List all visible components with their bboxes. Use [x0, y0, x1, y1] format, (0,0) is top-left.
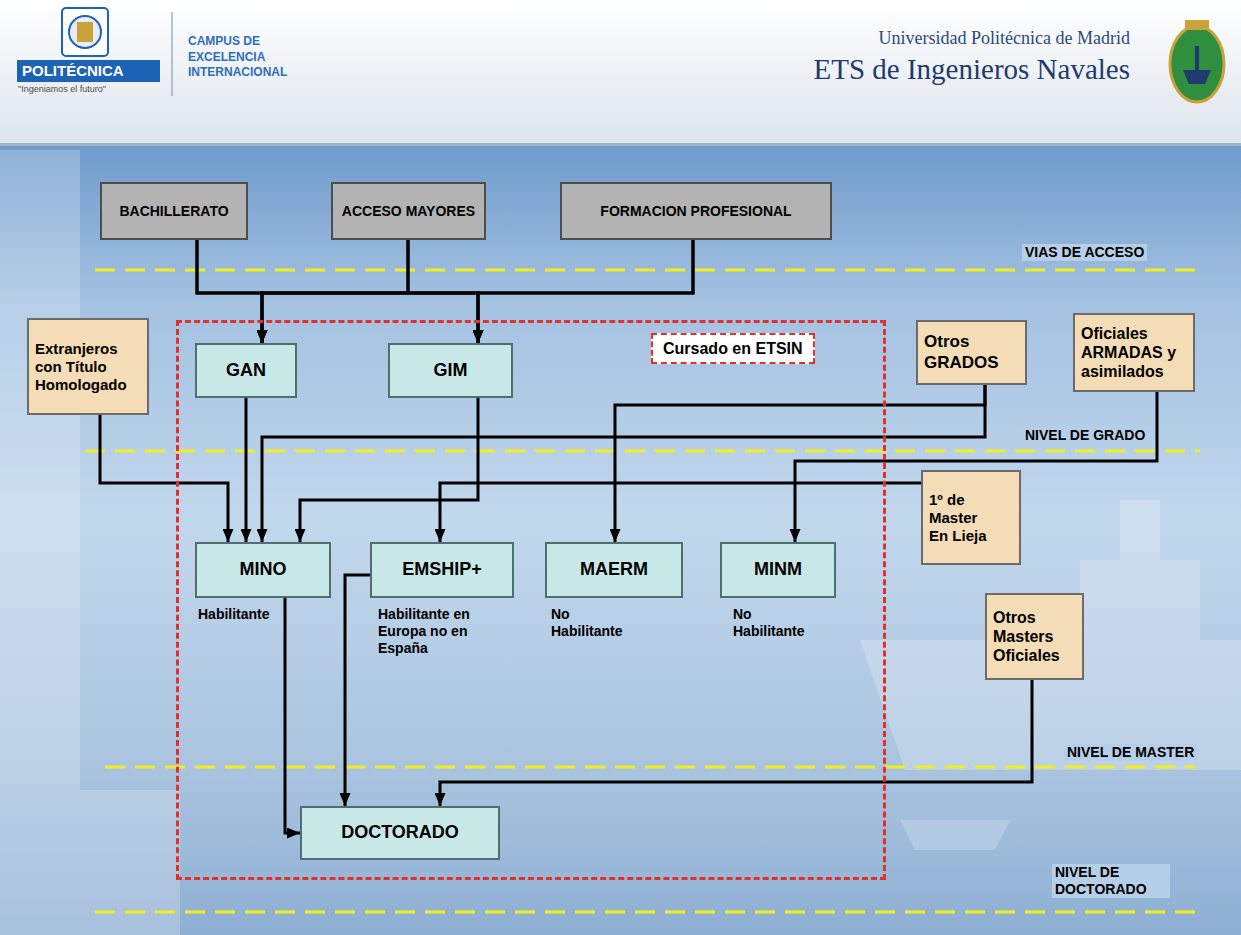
box-label: GAN — [226, 360, 266, 382]
flow-arrow — [262, 240, 693, 343]
level-dividers — [85, 270, 1200, 912]
external-box: Otros Masters Oficiales — [985, 593, 1084, 680]
external-box: 1º de Master En Lieja — [921, 470, 1021, 565]
ship-bridge — [1080, 560, 1200, 640]
header-rule — [0, 143, 1241, 146]
logo-motto: "Ingeniamos el futuro" — [18, 84, 106, 95]
logo-bar — [17, 60, 160, 82]
master-box: MINM — [720, 542, 836, 598]
external-box: Extranjeros con Título Homologado — [27, 318, 149, 415]
campus-label: CAMPUS DE EXCELENCIA INTERNACIONAL — [188, 34, 306, 81]
flow-arrow — [440, 483, 921, 542]
box-label: Extranjeros con Título Homologado — [35, 340, 135, 394]
ship-watermark — [0, 150, 1241, 935]
box-label: 1º de Master En Lieja — [929, 491, 999, 545]
box-label: ACCESO MAYORES — [342, 203, 475, 220]
external-box: Otros GRADOS — [916, 320, 1027, 385]
level-divider — [95, 269, 1195, 272]
flow-arrow — [345, 575, 370, 806]
tug-hull — [900, 820, 1010, 850]
master-box: MAERM — [545, 542, 683, 598]
ship-funnel — [1120, 500, 1160, 560]
degree-box: GIM — [388, 343, 513, 398]
school-region: Cursado en ETSIN GAN GIM MINO EMSHIP+ MAERM MI… — [176, 320, 886, 880]
school-name: ETS de Ingenieros Navales — [700, 52, 1130, 87]
logo-wordmark: POLITÉCNICA — [22, 62, 124, 80]
flow-arrow — [440, 680, 1032, 806]
box-label: FORMACION PROFESIONAL — [600, 203, 791, 220]
box-label: GIM — [434, 360, 468, 382]
flow-arrow — [100, 415, 228, 542]
access-box: ACCESO MAYORES — [331, 182, 486, 240]
school-crest — [1170, 26, 1224, 102]
box-label: Otros GRADOS — [924, 332, 1019, 373]
column-watermark — [0, 150, 80, 790]
access-box: BACHILLERATO — [100, 182, 248, 240]
status-note: Habilitante en Europa no en España — [378, 606, 478, 656]
access-box: FORMACION PROFESIONAL — [560, 182, 832, 240]
header-band — [0, 0, 1241, 145]
level-label: NIVEL DE MASTER — [1064, 744, 1197, 761]
level-label: VIAS DE ACCESO — [1022, 244, 1147, 261]
box-label: DOCTORADO — [341, 822, 459, 844]
flow-arrow — [300, 398, 478, 542]
level-divider — [95, 911, 1195, 914]
flow-arrow — [262, 385, 985, 542]
box-label: MAERM — [580, 559, 648, 581]
flow-arrow — [285, 598, 300, 833]
crest-frame — [62, 8, 108, 56]
logo-separator — [171, 12, 173, 96]
box-label: Otros Masters Oficiales — [993, 608, 1076, 666]
flow-arrow — [478, 240, 693, 343]
flow-arrow — [245, 398, 248, 542]
level-divider — [85, 450, 1200, 453]
box-label: MINM — [754, 559, 802, 581]
degree-box: GAN — [195, 343, 297, 398]
status-note: Habilitante — [198, 606, 270, 623]
doctorate-box: DOCTORADO — [300, 806, 500, 860]
master-box: EMSHIP+ — [370, 542, 514, 598]
crest-emblem — [77, 22, 93, 42]
external-box: Oficiales ARMADAS y asimilados — [1073, 313, 1195, 392]
box-label: Oficiales ARMADAS y asimilados — [1081, 324, 1186, 382]
crest-crown — [1185, 20, 1209, 30]
master-box: MINO — [195, 542, 331, 598]
status-note: No Habilitante — [733, 606, 818, 640]
building-watermark — [0, 790, 180, 935]
box-label: EMSHIP+ — [402, 559, 482, 581]
crest-ship — [1183, 70, 1211, 84]
level-label: NIVEL DE GRADO — [1022, 427, 1148, 444]
level-label: NIVEL DE DOCTORADO — [1052, 864, 1170, 898]
status-note: No Habilitante — [551, 606, 636, 640]
box-label: MINO — [240, 559, 287, 581]
crest-mast — [1195, 46, 1199, 70]
box-label: BACHILLERATO — [119, 203, 228, 220]
university-name: Universidad Politécnica de Madrid — [780, 28, 1130, 50]
region-title: Cursado en ETSIN — [651, 333, 815, 364]
crest-seal — [69, 16, 101, 48]
